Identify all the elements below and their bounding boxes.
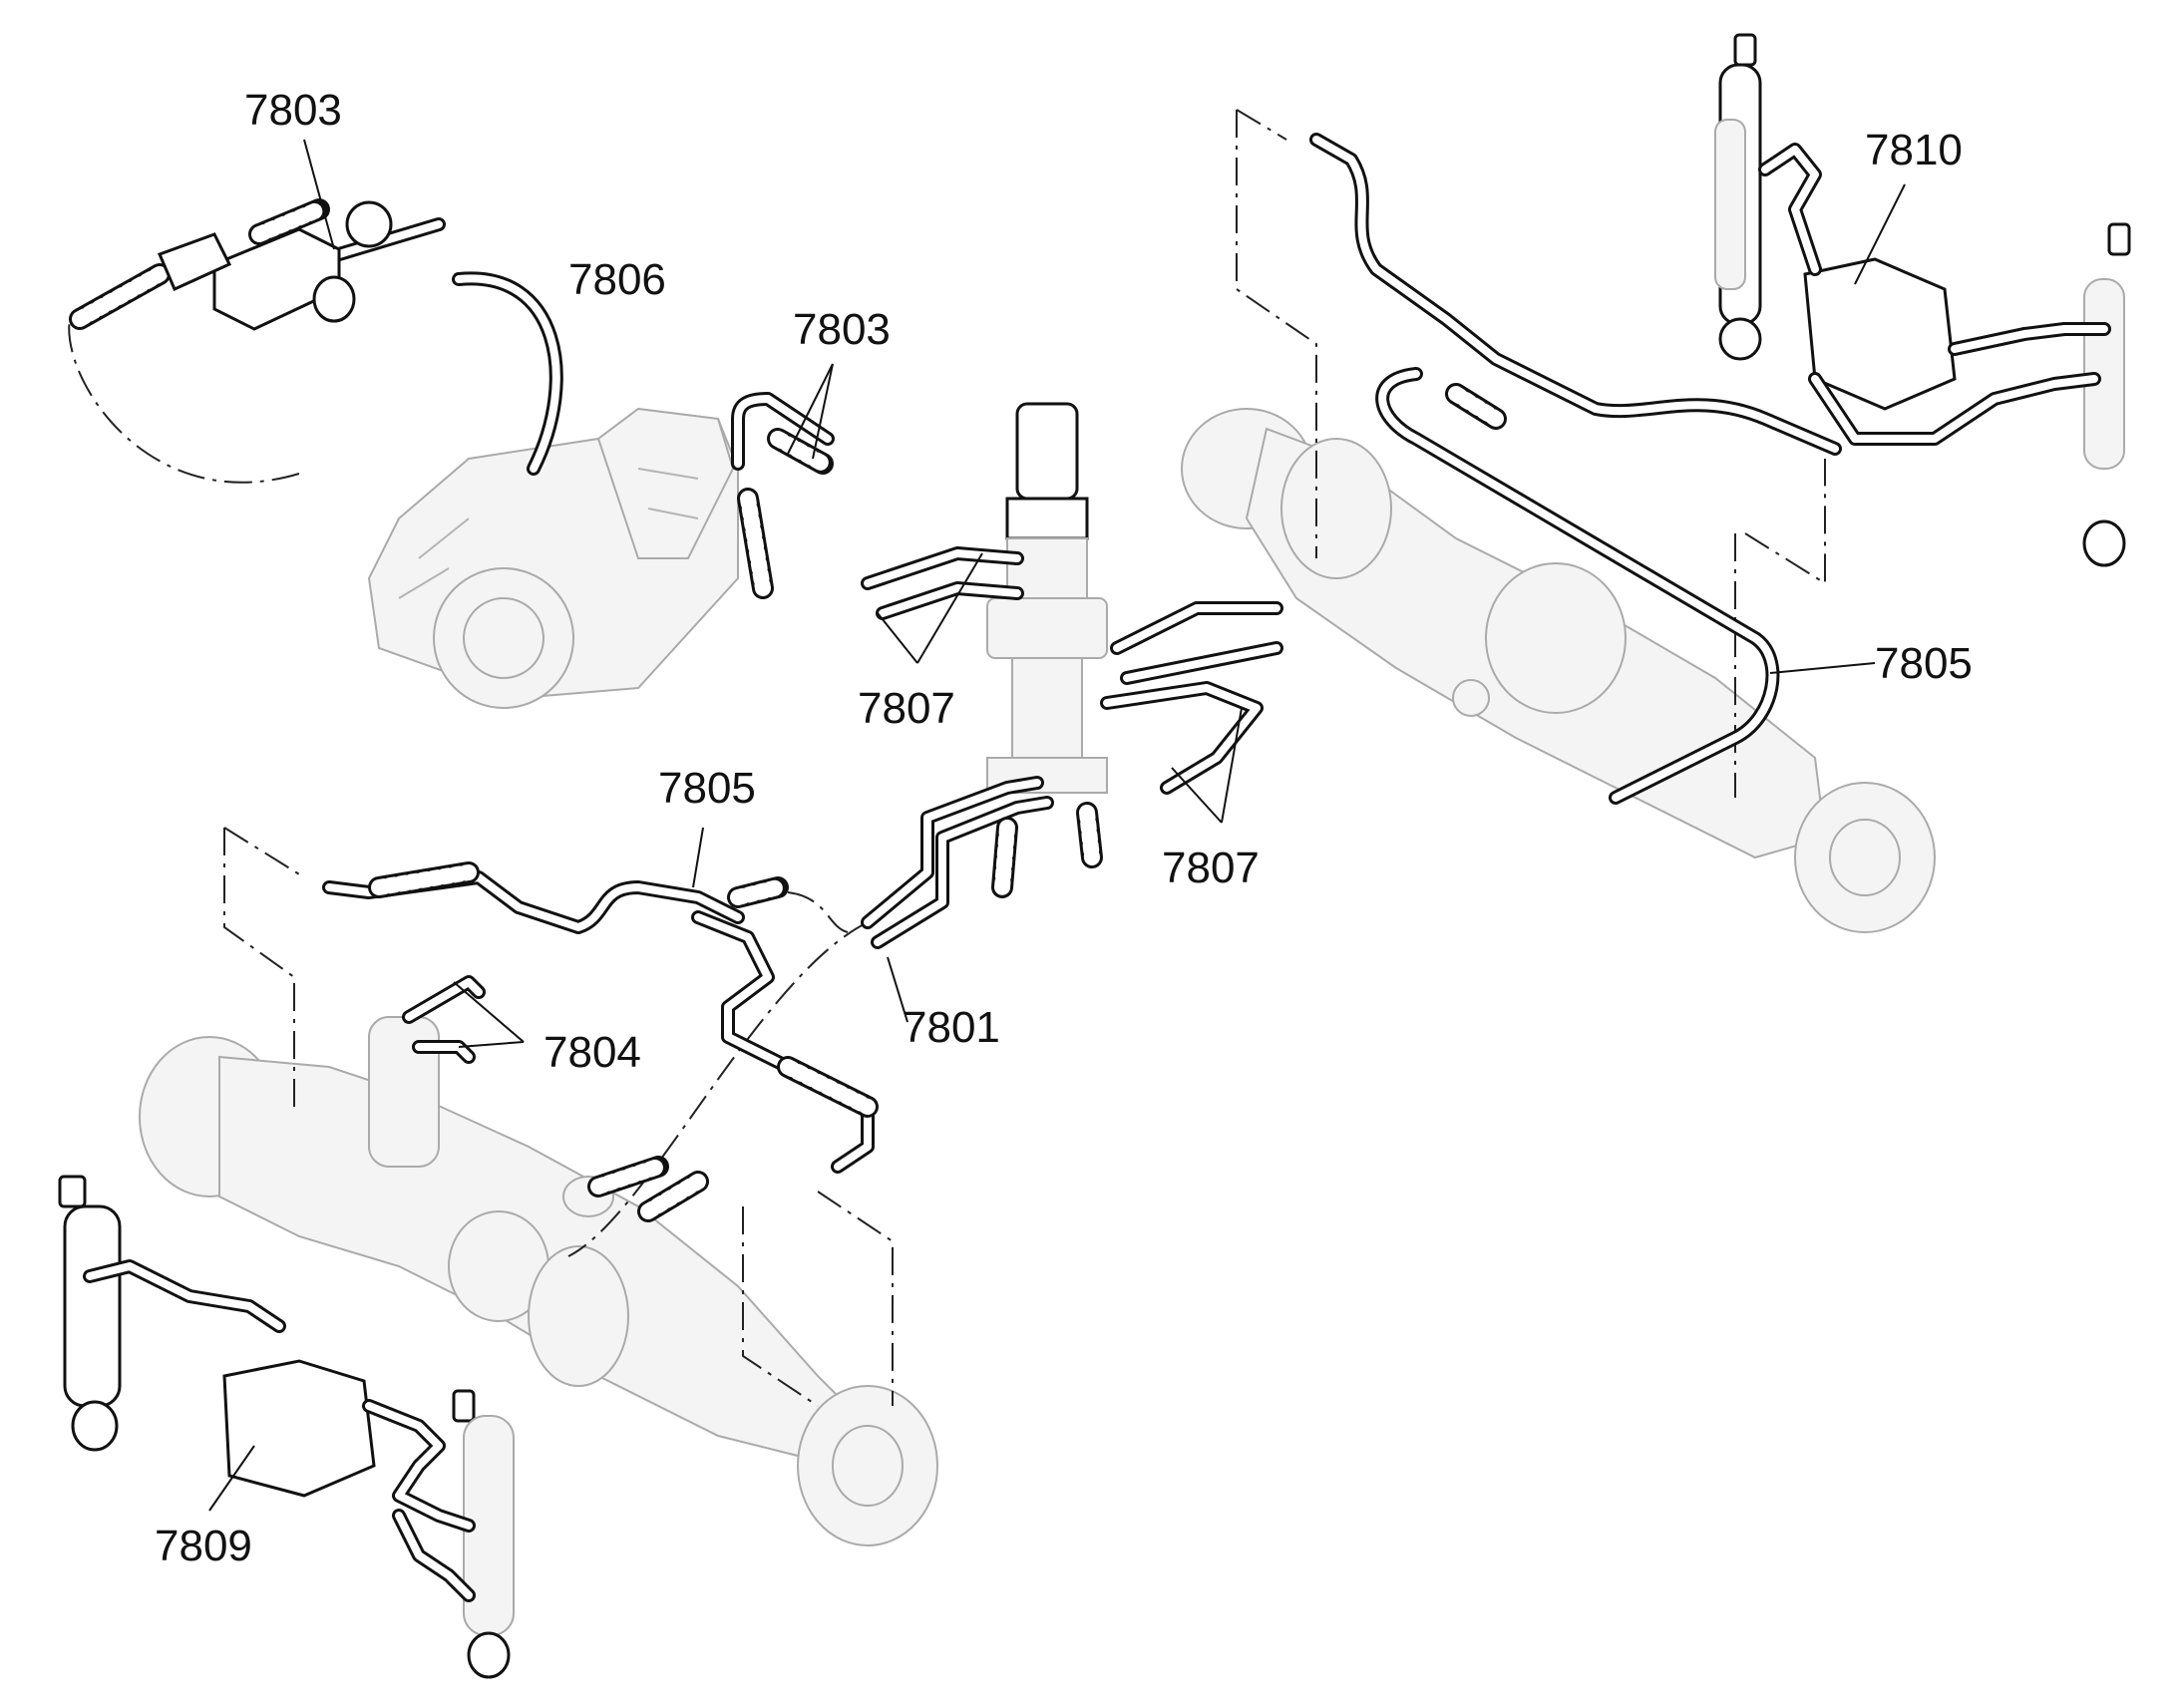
callout-7801: 7801 [903,1003,1000,1052]
pipes-7807 [861,546,1283,795]
callout-7803-top: 7803 [244,86,342,135]
axle-hoses-front [587,1156,709,1222]
callout-7803-mid: 7803 [793,305,891,354]
transmission-pump-assembly [367,407,739,709]
callout-7809: 7809 [155,1522,252,1570]
callout-labels: 7803 7806 7803 7810 7807 7805 7805 7807 … [155,86,1973,1570]
hose-7806 [452,271,563,476]
hoses-7803-pump [731,392,835,599]
dashed-reference-lines [68,109,1826,1407]
callout-7807-left: 7807 [858,684,955,733]
rear-axle-assembly [1181,408,1936,933]
steering-valve-7810 [1714,33,2131,567]
callout-7805-left: 7805 [658,764,756,813]
callout-7807-right: 7807 [1162,844,1260,892]
valve-block-7803 [69,198,446,331]
callout-7810: 7810 [1865,126,1963,174]
pipes-7801 [861,776,1103,949]
callout-7806: 7806 [568,255,666,304]
front-axle-assembly [139,1016,938,1546]
leader-lines [208,139,1906,1512]
callout-7805-right: 7805 [1875,639,1973,688]
steering-column-motor [986,402,1108,794]
steering-valve-7809 [58,1175,515,1679]
pipe-7805-rear [1309,133,1842,805]
callout-7804: 7804 [544,1028,641,1077]
pipe-7805-front [322,861,879,1174]
